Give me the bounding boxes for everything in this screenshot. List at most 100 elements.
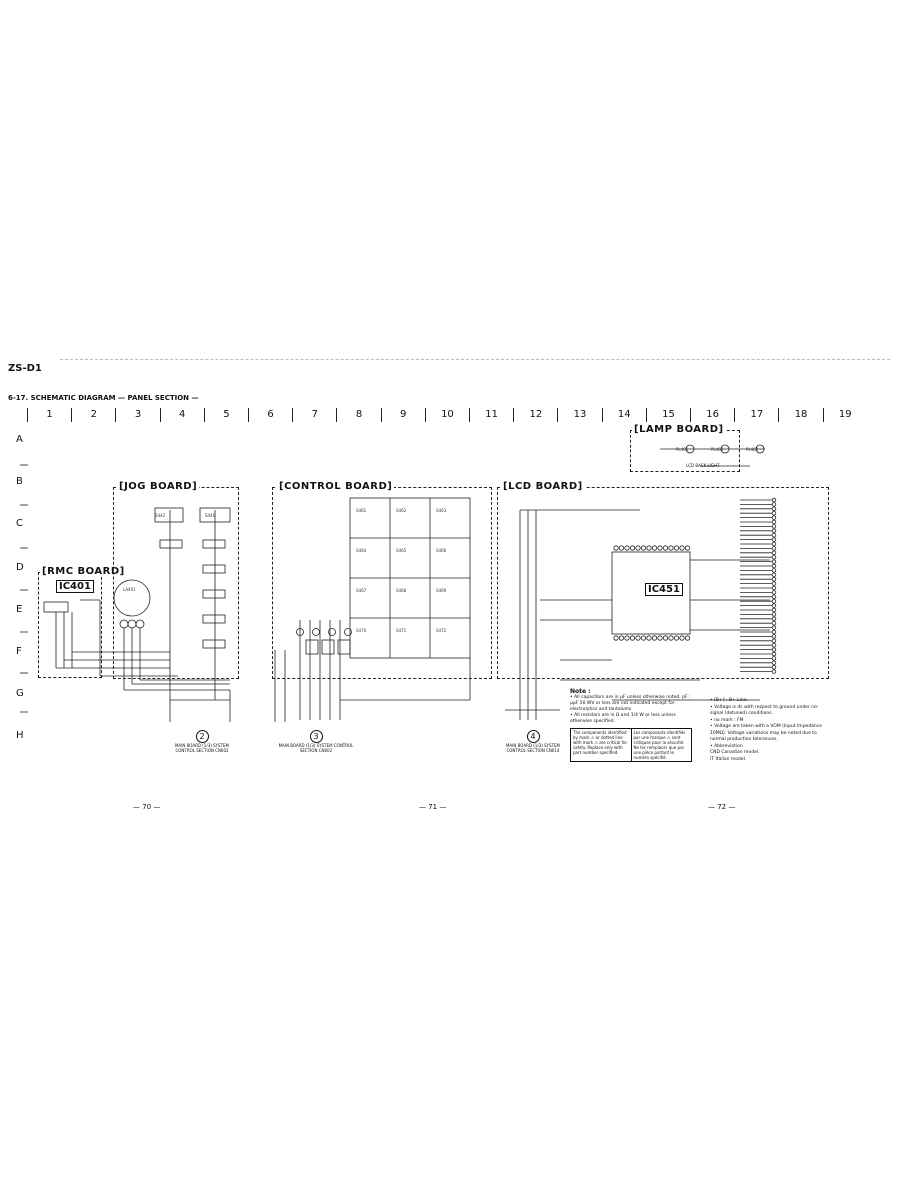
ic-pin	[618, 635, 625, 641]
lamp-caption: LCD BACK LIGHT	[686, 463, 720, 468]
row-letter: F	[16, 646, 22, 657]
lcd-terminal	[771, 550, 777, 555]
row-letter: B	[16, 476, 23, 487]
lcd-terminal	[771, 546, 777, 551]
ic-pin	[651, 635, 658, 641]
lcd-terminal	[771, 497, 777, 503]
column-number: 15	[645, 408, 690, 422]
lcd-terminal	[771, 629, 777, 635]
svg-text:S462: S462	[396, 508, 407, 513]
ic-pin	[684, 635, 691, 641]
note-line: • All resistors are in Ω and 1/4 W or le…	[570, 713, 676, 724]
lcd-terminal	[771, 607, 777, 613]
ic-pin	[646, 635, 652, 641]
svg-text:S464: S464	[356, 548, 367, 553]
ic-pin	[668, 635, 674, 641]
lcd-terminal	[771, 647, 777, 652]
lcd-terminal	[771, 599, 777, 604]
ic-pin	[657, 545, 663, 551]
lamp-board-title: [LAMP BOARD]	[632, 424, 726, 435]
ic-pin	[662, 635, 669, 641]
connector-number: 4	[526, 730, 540, 743]
ic-pin	[613, 635, 619, 641]
column-number: 5	[203, 408, 248, 422]
note-line: • All capacitors are in µF unless otherw…	[570, 695, 691, 712]
column-number: 11	[469, 408, 513, 422]
column-number: 2	[71, 408, 115, 422]
lcd-terminal	[771, 590, 777, 595]
lcd-terminal	[771, 533, 777, 538]
row-letter: E	[16, 604, 23, 615]
lcd-terminal	[771, 528, 777, 533]
lcd-terminal	[771, 665, 777, 670]
connector-label: MAIN BOARD (1/3) SYSTEM CONTROL SECTION …	[278, 743, 354, 753]
connector-4: 4 MAIN BOARD (1/3) SYSTEM CONTROL SECTIO…	[503, 730, 563, 753]
lcd-terminal	[771, 638, 777, 643]
column-number: 1	[27, 408, 71, 422]
lcd-terminal	[771, 519, 777, 525]
column-number: 17	[734, 408, 778, 422]
model-name: ZS-D1	[8, 363, 42, 374]
column-number: 18	[778, 408, 822, 422]
lcd-board-title: [LCD BOARD]	[501, 481, 585, 492]
column-number: 3	[115, 408, 159, 422]
lcd-terminal	[771, 621, 777, 626]
legend-line: • Abbreviation	[710, 743, 743, 749]
lcd-terminal	[771, 541, 777, 547]
connector-3: 3 MAIN BOARD (1/3) SYSTEM CONTROL SECTIO…	[278, 730, 354, 753]
svg-text:PL461: PL461	[676, 447, 689, 452]
column-number: 9	[380, 408, 425, 422]
svg-text:S471: S471	[396, 628, 407, 633]
lcd-terminal	[771, 594, 777, 599]
lcd-terminal	[771, 515, 777, 520]
svg-text:S463: S463	[436, 508, 447, 513]
ic451-label: IC451	[645, 583, 683, 596]
lcd-terminal	[771, 581, 777, 586]
lcd-terminal	[771, 660, 777, 665]
svg-text:LA401: LA401	[123, 587, 136, 592]
ic-pin	[629, 635, 636, 641]
ic-pin	[679, 545, 685, 551]
svg-text:S470: S470	[356, 628, 367, 633]
ic-pin	[646, 545, 652, 551]
legend-block: • [B+] : B+ Line. • Voltage is dc with r…	[710, 698, 830, 763]
control-board-frame	[272, 487, 492, 679]
ic401-label: IC401	[56, 580, 94, 593]
legend-line: CND Canadian model.	[710, 750, 760, 755]
lcd-terminal	[771, 669, 777, 674]
jog-board-frame	[113, 487, 239, 679]
ic-pin	[640, 635, 647, 641]
ic-pin	[662, 545, 669, 551]
lcd-terminal	[771, 555, 777, 560]
svg-text:S461: S461	[356, 508, 367, 513]
column-number: 10	[424, 408, 469, 422]
page-number: — 72 —	[708, 803, 736, 811]
warning-fr: Les composants identifiés par une marque…	[630, 729, 692, 761]
lcd-terminal	[771, 616, 777, 621]
control-board-title: [CONTROL BOARD]	[277, 481, 395, 492]
ic-pin	[651, 545, 658, 551]
lcd-terminal	[771, 563, 777, 569]
ic-pin	[613, 545, 619, 551]
page-number: — 70 —	[133, 803, 161, 811]
row-letter: D	[16, 562, 24, 573]
connector-label: MAIN BOARD (1/3) SYSTEM CONTROL SECTION …	[174, 743, 230, 753]
column-number: 7	[292, 408, 336, 422]
connector-2: 2 MAIN BOARD (1/3) SYSTEM CONTROL SECTIO…	[167, 730, 237, 753]
connector-label: MAIN BOARD (1/3) SYSTEM CONTROL SECTION …	[505, 743, 561, 753]
lcd-terminal	[771, 651, 777, 657]
ic-pin	[684, 545, 691, 551]
ic-pin	[673, 635, 680, 641]
lcd-terminal	[771, 506, 777, 511]
page-number: — 71 —	[419, 803, 447, 811]
ic-pin	[640, 545, 647, 551]
column-number: 6	[248, 408, 292, 422]
note-heading: Note :	[570, 688, 591, 695]
safety-warning: The components identified by mark ⚠ or d…	[570, 728, 692, 762]
lcd-terminal	[771, 559, 777, 564]
svg-text:PL462: PL462	[711, 447, 724, 452]
ic-pin	[635, 545, 641, 551]
svg-text:S468: S468	[396, 588, 407, 593]
lcd-board-frame	[497, 487, 829, 679]
